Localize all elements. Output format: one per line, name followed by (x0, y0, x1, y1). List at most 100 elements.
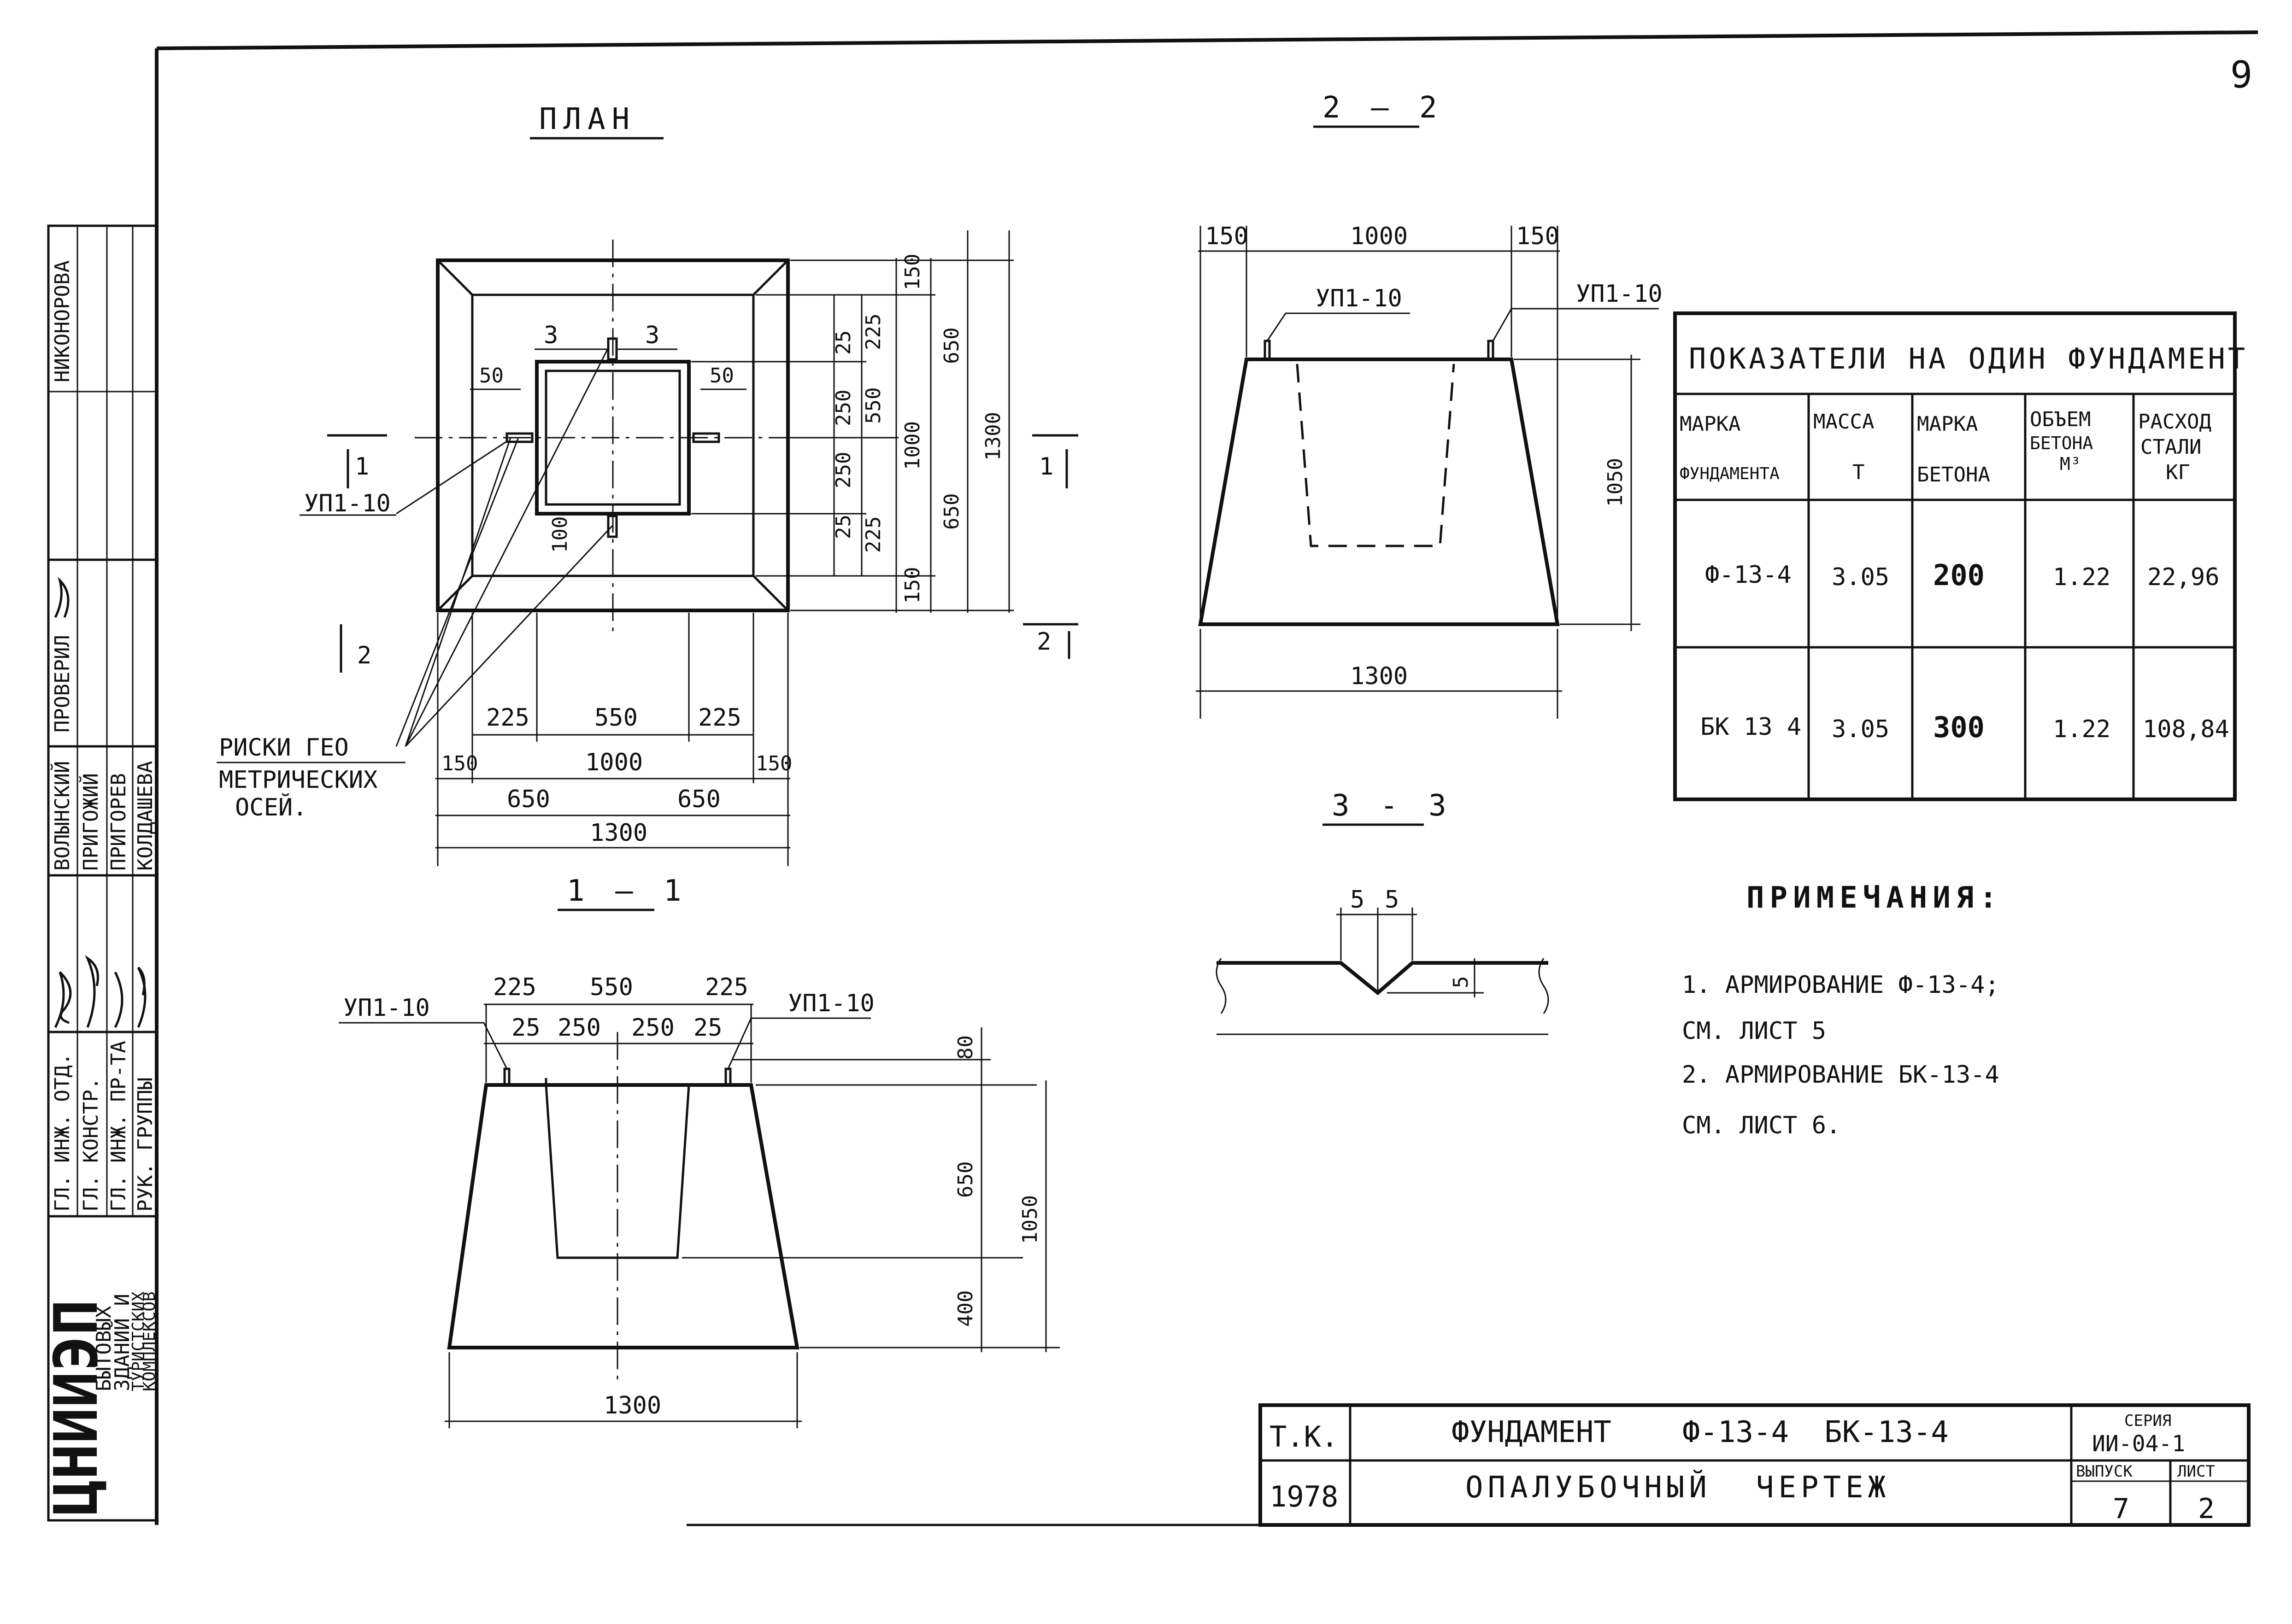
plan-dim-r-150b: 150 (901, 567, 924, 604)
notes-line-3: 2. АРМИРОВАНИЕ БК-13-4 (1682, 1061, 1999, 1089)
plan-dim-b-550: 550 (594, 704, 638, 732)
title-block-sheet: 2 (2198, 1493, 2215, 1525)
section-22-title: 2 — 2 (1322, 91, 1444, 125)
section-22-label-up-left: УП1-10 (1316, 285, 1402, 312)
title-block-title-1: ФУНДАМЕНТ Ф-13-4 БК-13-4 (1452, 1415, 1949, 1449)
table-header-mark-2: ФУНДАМЕНТА (1680, 464, 1780, 483)
section-11-label-up-right: УП1-10 (788, 990, 875, 1017)
stamp-left: НИКОНОРОВА ПРОВЕРИЛ ВОЛЫНСКИЙ ПРИГОЖИЙ П… (41, 224, 159, 1522)
stamp-role-1: ГЛ. ИНЖ. ОТД. (51, 1053, 74, 1212)
title-block: Т.К. 1978 ФУНДАМЕНТ Ф-13-4 БК-13-4 ОПАЛУ… (1258, 1403, 2251, 1527)
plan-section-1-right: 1 (1039, 453, 1053, 481)
table-row2-mark: БК 13 4 (1700, 713, 1801, 741)
section-33-dim-5b: 5 (1385, 886, 1399, 914)
table-header-mark-1: МАРКА (1680, 412, 1740, 436)
section-11-label-up-left: УП1-10 (343, 994, 430, 1022)
section-22-dim-1050: 1050 (1604, 458, 1627, 507)
section-22-dim-1300: 1300 (1350, 662, 1408, 690)
title-block-org: Т.К. (1269, 1420, 1338, 1454)
title-block-title-2: ОПАЛУБОЧНЫЙ ЧЕРТЕЖ (1465, 1470, 1890, 1505)
plan-dim-b-150a: 150 (441, 752, 478, 775)
plan-section-1-left: 1 (355, 453, 369, 481)
section-33-dim-5c: 5 (1449, 976, 1473, 989)
plan-dim-r-225b: 225 (862, 516, 885, 553)
section-11-dim-225b: 225 (705, 973, 748, 1001)
plan-dim-r-250a: 250 (832, 390, 855, 426)
section-11-dim-225a: 225 (493, 973, 536, 1001)
plan-dim-b-1000: 1000 (585, 749, 643, 776)
section-11-dim-1050: 1050 (1018, 1195, 1042, 1244)
plan-section-2-left: 2 (357, 642, 371, 669)
title-block-issue: 7 (2113, 1493, 2129, 1525)
plan-dim-r-25a: 25 (832, 330, 855, 355)
table-row1-mark: Ф-13-4 (1705, 561, 1792, 589)
table-header-grade-1: МАРКА (1917, 412, 1978, 436)
notes-title: ПРИМЕЧАНИЯ: (1746, 881, 2003, 915)
section-22-dim-1000: 1000 (1350, 223, 1408, 250)
stamp-org-logo: ЦНИИЭП (41, 1299, 111, 1516)
stamp-org-4: КОМПЛЕКСОВ (140, 1291, 159, 1391)
plan-view: ПЛАН УП1-10 1 1 2 2 3 (217, 102, 1078, 866)
table-header-mass-2: Т (1852, 461, 1865, 484)
notes-line-2: СМ. ЛИСТ 5 (1682, 1017, 1826, 1045)
plan-section-3-right: 3 (645, 322, 659, 349)
section-11-dim-1300: 1300 (604, 1392, 661, 1419)
plan-note-line-3: ОСЕЙ. (235, 793, 307, 821)
title-block-issue-label: ВЫПУСК (2076, 1462, 2133, 1481)
stamp-role-4: РУК. ГРУППЫ (134, 1078, 157, 1212)
plan-dim-r-225a: 225 (862, 314, 885, 350)
plan-dim-r-650b: 650 (940, 493, 964, 530)
notes: ПРИМЕЧАНИЯ: 1. АРМИРОВАНИЕ Ф-13-4; СМ. Л… (1682, 881, 2003, 1139)
plan-dim-b-1300: 1300 (590, 819, 647, 847)
section-22-dim-150b: 150 (1516, 223, 1559, 250)
section-11-dim-550: 550 (590, 973, 633, 1001)
stamp-name-4: КОЛДАШЕВА (134, 761, 157, 871)
stamp-role-2: ГЛ. КОНСТР. (79, 1078, 103, 1212)
section-11-dim-400: 400 (954, 1290, 977, 1327)
table-header-volume-1: ОБЪЕМ (2030, 408, 2091, 431)
table-header-steel-3: КГ (2166, 461, 2190, 484)
plan-dim-50-left: 50 (479, 364, 504, 387)
title-block-series-label: СЕРИЯ (2124, 1412, 2171, 1430)
stamp-check-name: НИКОНОРОВА (51, 260, 74, 382)
plan-dim-b-150b: 150 (756, 752, 792, 775)
table-header-steel-1: РАСХОД (2138, 410, 2211, 434)
stamp-org-3: ТУРИСТСКИХ (129, 1291, 148, 1391)
plan-dim-r-1300: 1300 (981, 412, 1005, 461)
table-row2-steel: 108,84 (2143, 715, 2229, 743)
notes-line-4: СМ. ЛИСТ 6. (1682, 1112, 1840, 1139)
table-header-volume-2: БЕТОНА (2030, 433, 2093, 453)
plan-note-line-2: МЕТРИЧЕСКИХ (219, 766, 377, 794)
plan-dim-b-225a: 225 (486, 704, 529, 732)
plan-dim-r-25b: 25 (832, 515, 855, 539)
section-33-title: 3 - 3 (1332, 789, 1453, 823)
plan-dim-r-550: 550 (862, 387, 885, 424)
table-row2-grade: 300 (1933, 710, 1985, 744)
plan-section-2-right: 2 (1037, 628, 1051, 656)
section-11-dim-25a: 25 (511, 1014, 541, 1042)
stamp-role-3: ГЛ. ИНЖ. ПР-ТА (107, 1041, 130, 1212)
plan-dim-r-150a: 150 (901, 254, 924, 290)
section-11-dim-25b: 25 (693, 1014, 723, 1042)
table-row1-grade: 200 (1933, 558, 1985, 592)
section-11-dim-650: 650 (954, 1161, 977, 1198)
table-row1-mass: 3.05 (1832, 563, 1889, 591)
table-header-grade-2: БЕТОНА (1917, 463, 1990, 487)
plan-dim-100: 100 (548, 516, 572, 553)
section-33-dim-5a: 5 (1350, 886, 1364, 914)
section-11-dim-250a: 250 (558, 1014, 601, 1042)
plan-title: ПЛАН (539, 102, 636, 136)
section-11-title: 1 — 1 (567, 874, 688, 908)
section-2-2: 2 — 2 УП1-10 УП1-10 150 1000 150 1050 13… (1196, 91, 1663, 719)
section-3-3: 3 - 3 5 5 5 (1216, 789, 1549, 1035)
stamp-name-2: ПРИГОЖИЙ (78, 773, 103, 871)
plan-dim-r-650a: 650 (940, 328, 964, 364)
section-22-label-up-right: УП1-10 (1576, 280, 1663, 308)
stamp-org-2: ЗДАНИЙ И (110, 1294, 134, 1391)
table-header-volume-3: М³ (2060, 454, 2081, 474)
title-block-sheet-label: ЛИСТ (2177, 1462, 2215, 1481)
indicators-table: ПОКАЗАТЕЛИ НА ОДИН ФУНДАМЕНТ МАРКА ФУНДА… (1673, 311, 2248, 801)
table-title: ПОКАЗАТЕЛИ НА ОДИН ФУНДАМЕНТ (1689, 342, 2248, 375)
plan-dim-b-650a: 650 (507, 786, 550, 813)
table-row2-volume: 1.22 (2053, 715, 2110, 743)
